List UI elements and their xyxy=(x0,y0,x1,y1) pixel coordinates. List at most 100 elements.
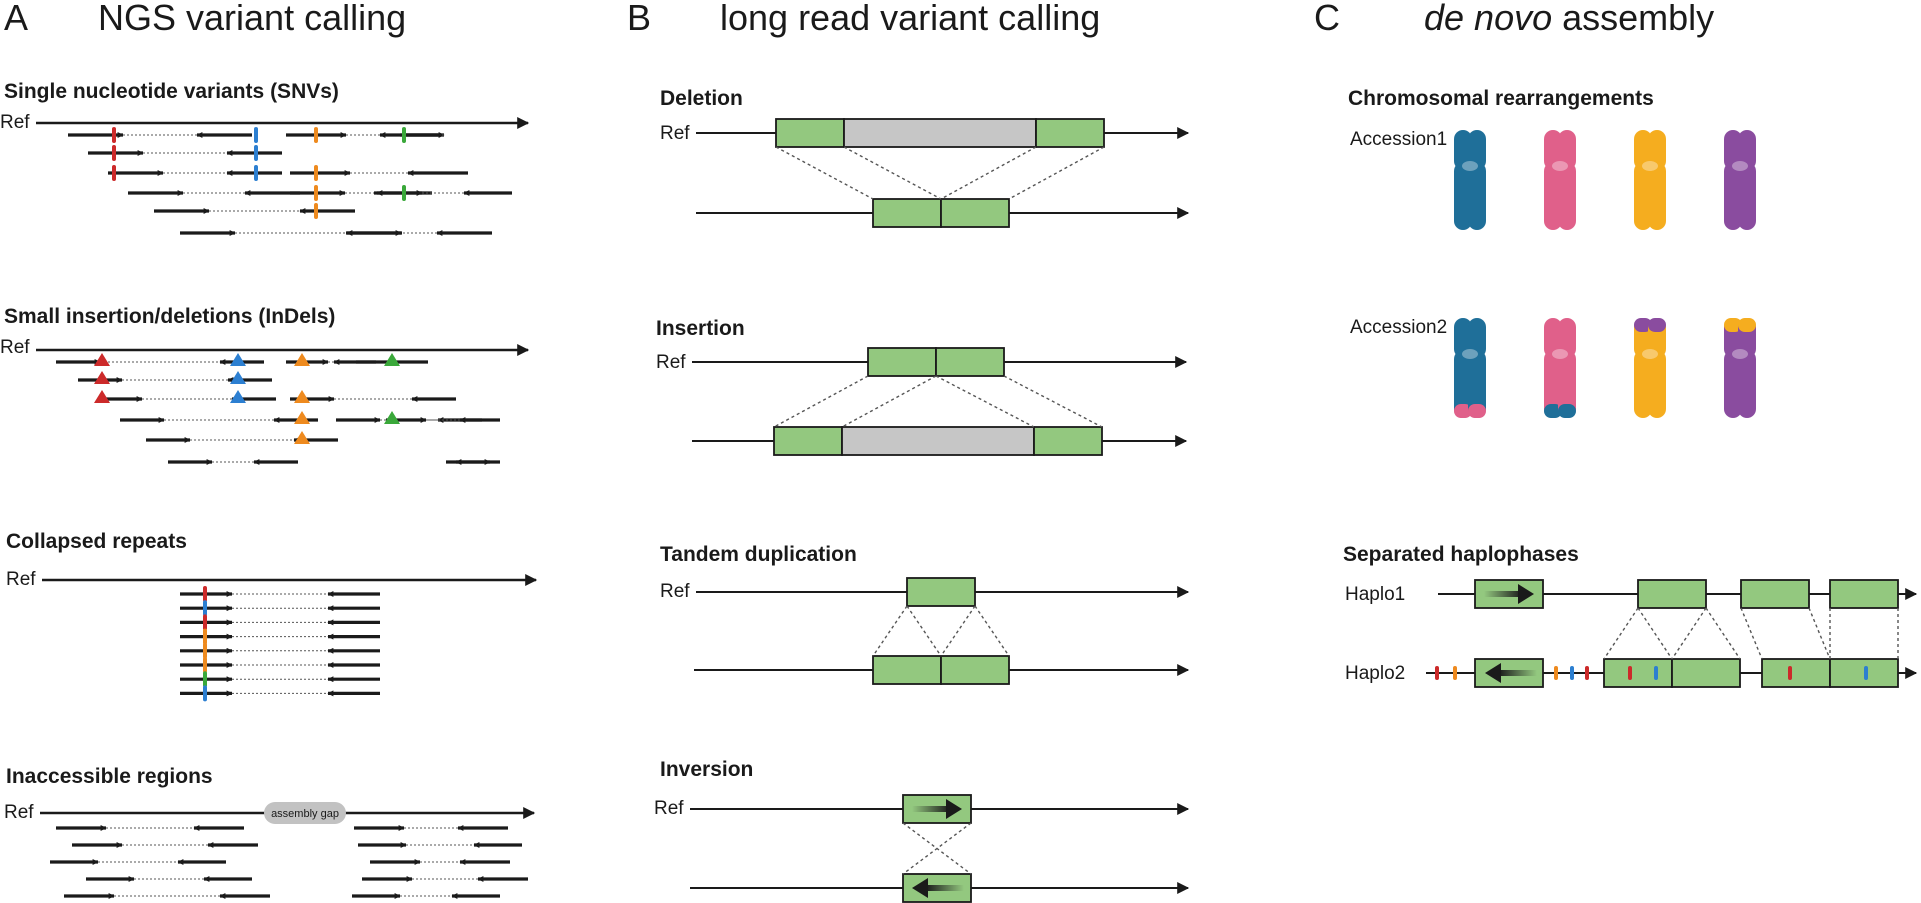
haplo2-variant-tick xyxy=(1554,666,1558,680)
haplo2-variant-tick xyxy=(1435,666,1439,680)
insertion-connectors xyxy=(773,375,1103,428)
chromosome xyxy=(1634,318,1666,418)
variant-mark xyxy=(203,671,207,688)
tandem-heading: Tandem duplication xyxy=(660,543,857,566)
deletion-sample-right-block xyxy=(940,198,1010,228)
insertion-ref-left-block xyxy=(867,347,937,377)
variant-mark xyxy=(254,127,258,143)
indel-mark xyxy=(94,353,110,366)
insertion-sample-right-block xyxy=(1033,426,1103,456)
insertion-sample-left-block xyxy=(773,426,843,456)
haplo1-block-1-arrow-shaft xyxy=(1484,591,1522,597)
inversion-ref-label: Ref xyxy=(654,798,684,819)
indel-mark xyxy=(230,390,246,403)
chromatid-lower xyxy=(1724,162,1742,230)
variant-mark xyxy=(203,614,207,631)
deletion-ref-right-block xyxy=(1035,118,1105,148)
chromatid-lower xyxy=(1648,162,1666,230)
chromatid-lower xyxy=(1468,350,1486,418)
chromatid-lower xyxy=(1454,350,1472,418)
variant-mark xyxy=(254,165,258,181)
panel-a: A NGS variant calling Single nucleotide … xyxy=(0,0,538,899)
chromatid-lower xyxy=(1724,350,1742,418)
tandem-sample-block-2 xyxy=(940,655,1010,685)
chromatid-lower xyxy=(1738,350,1756,418)
deletion-ref-left-block xyxy=(775,118,845,148)
repeats-heading: Collapsed repeats xyxy=(6,530,187,553)
panel-b: B long read variant calling Deletion Ref… xyxy=(627,0,1190,903)
haplo1-block-2 xyxy=(1637,579,1707,609)
chromatid-upper xyxy=(1468,318,1486,358)
variant-mark xyxy=(402,185,406,201)
chromatid-cap-top xyxy=(1738,318,1756,332)
variant-mark xyxy=(112,145,116,161)
chromatid-cap-top xyxy=(1634,318,1652,332)
indel-mark xyxy=(94,371,110,384)
indel-mark xyxy=(294,411,310,424)
chromatid-upper xyxy=(1468,130,1486,170)
inversion-heading: Inversion xyxy=(660,758,753,781)
repeats-reads xyxy=(180,586,380,702)
haplo1-block-1-arrow-head xyxy=(1518,584,1534,604)
snv-ref-label: Ref xyxy=(0,112,30,133)
haplo-connectors xyxy=(1603,607,1899,660)
chromosome xyxy=(1544,130,1576,230)
chromatid-lower xyxy=(1648,350,1666,418)
variant-mark xyxy=(203,586,207,602)
centromere xyxy=(1642,161,1658,171)
tandem-connectors xyxy=(872,605,1010,657)
inversion-sample-arrow-shaft xyxy=(926,885,964,891)
indel-mark xyxy=(230,353,246,366)
indel-heading: Small insertion/deletions (InDels) xyxy=(4,305,335,328)
haplo2-label: Haplo2 xyxy=(1345,663,1405,684)
indel-ref-label: Ref xyxy=(0,337,30,358)
indel-mark xyxy=(94,390,110,403)
tandem-sample-block-1 xyxy=(872,655,942,685)
variant-mark xyxy=(314,203,318,219)
inversion-ref-arrow-shaft xyxy=(912,806,950,812)
chromatid-upper xyxy=(1724,130,1742,170)
chromatid-cap-bottom xyxy=(1558,404,1576,418)
chromosome xyxy=(1454,130,1486,230)
haplo2-variant-tick xyxy=(1585,666,1589,680)
haplo1-block-4 xyxy=(1829,579,1899,609)
panel-b-title: long read variant calling xyxy=(720,0,1100,38)
centromere xyxy=(1462,161,1478,171)
haplo2-block-3 xyxy=(1671,658,1741,688)
chromatid-lower xyxy=(1738,162,1756,230)
insertion-sample-inserted-block xyxy=(841,426,1035,456)
deletion-ref-label: Ref xyxy=(660,123,690,144)
haplo2-variant-tick xyxy=(1864,666,1868,680)
chromatid-upper xyxy=(1544,318,1562,358)
chromatid-lower xyxy=(1454,162,1472,230)
deletion-sample-left-block xyxy=(872,198,942,228)
centromere xyxy=(1552,349,1568,359)
variant-mark xyxy=(314,165,318,181)
haplo2-variant-tick xyxy=(1453,666,1457,680)
tandem-ref-block xyxy=(906,577,976,607)
indel-reads xyxy=(56,353,500,465)
indel-mark xyxy=(294,353,310,366)
chromatid-upper xyxy=(1558,130,1576,170)
haplo2-variant-tick xyxy=(1788,666,1792,680)
deletion-ref-deleted-block xyxy=(843,118,1037,148)
inaccessible-ref-label: Ref xyxy=(4,802,34,823)
haplo2-variant-tick xyxy=(1654,666,1658,680)
panel-a-title: NGS variant calling xyxy=(98,0,406,38)
repeats-ref-label: Ref xyxy=(6,569,36,590)
haplo1-label: Haplo1 xyxy=(1345,584,1405,605)
snv-heading: Single nucleotide variants (SNVs) xyxy=(4,80,339,103)
chromatid-lower xyxy=(1544,350,1562,418)
chromatid-lower xyxy=(1634,162,1652,230)
inversion-sample-arrow-head xyxy=(912,878,928,898)
indel-mark xyxy=(384,411,400,424)
haplo2-variant-ticks xyxy=(1435,666,1868,680)
chromatid-cap-bottom xyxy=(1454,404,1472,418)
haplo1-block-3 xyxy=(1740,579,1810,609)
centromere xyxy=(1552,161,1568,171)
haplo2-block-2 xyxy=(1603,658,1673,688)
tandem-ref-label: Ref xyxy=(660,581,690,602)
variant-mark xyxy=(203,600,207,617)
variant-mark xyxy=(314,185,318,201)
